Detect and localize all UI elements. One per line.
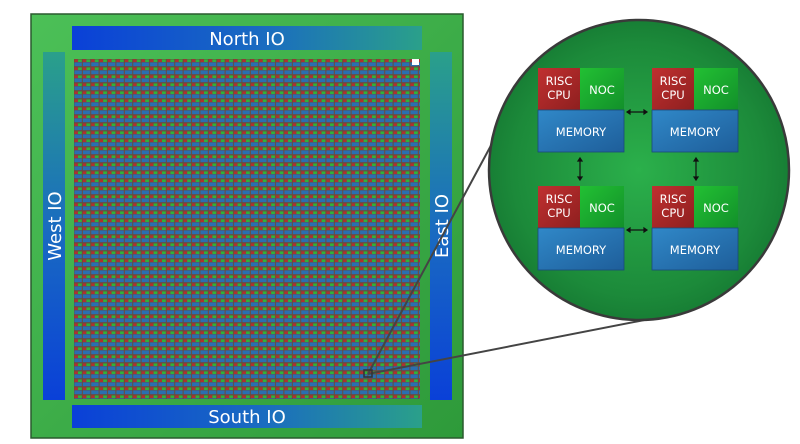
noc-label: NOC [589, 201, 615, 215]
noc-links [576, 108, 700, 234]
noc-block [580, 186, 624, 228]
south-io-label: South IO [208, 407, 286, 428]
risc-cpu-block [538, 186, 580, 228]
risc-label-line2: CPU [547, 88, 570, 102]
east-io-bar [430, 52, 452, 400]
noc-label: NOC [703, 83, 729, 97]
risc-label-line2: CPU [547, 206, 570, 220]
risc-label-line1: RISC [660, 192, 687, 206]
memory-label: MEMORY [670, 125, 721, 139]
zoom-circle [487, 18, 791, 322]
memory-block [537, 227, 625, 271]
noc-block [694, 186, 738, 228]
memory-block [651, 109, 739, 153]
arrowhead-icon [625, 108, 649, 116]
noc-label: NOC [703, 201, 729, 215]
highlight-tile [412, 59, 419, 65]
memory-block [651, 227, 739, 271]
arrowhead-icon [625, 226, 649, 234]
memory-block [537, 109, 625, 153]
zoom-source-box [363, 369, 373, 378]
core-grid [74, 59, 420, 399]
risc-label-line1: RISC [546, 74, 573, 88]
memory-label: MEMORY [556, 243, 607, 257]
south-io-bar [72, 405, 422, 428]
memory-label: MEMORY [556, 125, 607, 139]
risc-label-line2: CPU [661, 206, 684, 220]
noc-label: NOC [589, 83, 615, 97]
north-io-label: North IO [209, 29, 285, 50]
west-io-label: West IO [45, 191, 66, 260]
risc-cpu-block [652, 186, 694, 228]
risc-label-line1: RISC [546, 192, 573, 206]
noc-block [580, 68, 624, 110]
risc-cpu-block [652, 68, 694, 110]
zoom-line-lower [367, 315, 666, 375]
risc-cpu-block [538, 68, 580, 110]
north-io-bar [72, 26, 422, 50]
arrowhead-icon [692, 156, 700, 182]
west-io-bar [43, 52, 65, 400]
risc-label-line1: RISC [660, 74, 687, 88]
noc-block [694, 68, 738, 110]
memory-label: MEMORY [670, 243, 721, 257]
risc-label-line2: CPU [661, 88, 684, 102]
zoom-line-upper [367, 137, 496, 375]
east-io-label: East IO [432, 194, 453, 258]
arrowhead-icon [576, 156, 584, 182]
